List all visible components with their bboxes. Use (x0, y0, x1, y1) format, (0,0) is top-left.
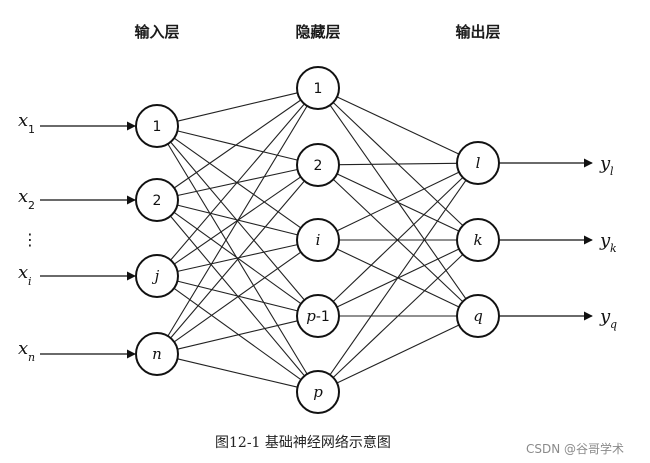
output-var-1: y (599, 153, 611, 174)
hidden-node-circle-2 (296, 143, 340, 187)
output-node-2: k (456, 218, 500, 262)
hidden-node-circle-1 (296, 66, 340, 110)
input-node-circle-2 (135, 178, 179, 222)
input-var-sub-3: i (28, 275, 32, 288)
input-node-label-3: j (152, 267, 160, 285)
edge-hidden-5-to-output-3 (336, 324, 460, 384)
edge-hidden-5-to-output-1 (329, 179, 467, 376)
output-var-sub-1: l (610, 165, 614, 178)
input-node-circle-4 (135, 332, 179, 376)
output-var-3: y (599, 306, 611, 327)
input-var-sub-1: 1 (28, 123, 35, 136)
input-var-4: x (18, 338, 28, 359)
output-node-label-1: l (476, 154, 481, 172)
edge-input-4-to-hidden-2 (170, 180, 305, 339)
output-node-label-3: q (473, 307, 483, 325)
hidden-node-3: i (296, 218, 340, 262)
hidden-node-1: 1 (296, 66, 340, 110)
input-node-1: 1 (135, 104, 179, 148)
edge-hidden-4-to-output-1 (332, 177, 464, 302)
edge-input-3-to-hidden-3 (177, 244, 298, 272)
hidden-node-label-5: p (313, 383, 323, 401)
output-node-circle-2 (456, 218, 500, 262)
output-node-1: l (456, 141, 500, 185)
hidden-node-label-1: 1 (314, 81, 323, 97)
edge-input-3-to-hidden-4 (177, 280, 298, 312)
hidden-layer-title: 隐藏层 (295, 23, 340, 41)
input-node-label-2: 2 (153, 193, 162, 209)
input-layer-title: 输入层 (134, 23, 179, 41)
hidden-node-circle-5 (296, 370, 340, 414)
edge-hidden-2-to-output-1 (338, 162, 458, 166)
input-var-1: x (18, 110, 28, 131)
hidden-node-label-4: p-1 (306, 307, 330, 325)
input-var-sub-2: 2 (28, 199, 35, 212)
nodes: 1 2 j n 1 2 i p-1 p l k q (135, 66, 500, 414)
hidden-node-4: p-1 (296, 294, 340, 338)
input-var-sub-4: n (28, 351, 35, 364)
edge-input-1-to-hidden-1 (177, 92, 298, 122)
output-var-sub-3: q (610, 318, 617, 331)
edge-hidden-2-to-output-2 (336, 173, 460, 232)
hidden-node-label-3: i (316, 231, 321, 249)
edge-input-4-to-hidden-4 (177, 320, 298, 350)
edge-input-2-to-hidden-1 (173, 99, 302, 189)
input-node-label-1: 1 (153, 119, 162, 135)
hidden-node-circle-3 (296, 218, 340, 262)
edge-input-3-to-hidden-5 (173, 287, 302, 381)
output-node-circle-1 (456, 141, 500, 185)
output-node-label-2: k (473, 231, 482, 249)
edge-input-4-to-hidden-3 (173, 251, 302, 343)
input-node-2: 2 (135, 178, 179, 222)
input-node-circle-1 (135, 104, 179, 148)
edge-input-4-to-hidden-5 (177, 358, 298, 388)
watermark: CSDN @谷哥学术 (526, 442, 625, 456)
connections (167, 92, 467, 388)
edge-input-1-to-hidden-2 (177, 130, 298, 161)
output-var-sub-2: k (610, 242, 617, 255)
edge-hidden-3-to-output-1 (336, 171, 460, 232)
output-var-2: y (599, 230, 611, 251)
hidden-node-label-2: 2 (314, 158, 323, 174)
figure-caption: 图12-1 基础神经网络示意图 (215, 435, 391, 451)
edge-input-4-to-hidden-1 (167, 105, 308, 337)
input-var-3: x (18, 262, 28, 283)
output-layer-title: 输出层 (455, 23, 500, 41)
input-node-3: j (135, 254, 179, 298)
hidden-node-5: p (296, 370, 340, 414)
edge-hidden-5-to-output-2 (332, 254, 464, 378)
hidden-node-2: 2 (296, 143, 340, 187)
output-node-3: q (456, 294, 500, 338)
input-node-4: n (135, 332, 179, 376)
hidden-node-circle-4 (296, 294, 340, 338)
input-var-2: x (18, 186, 28, 207)
edge-input-3-to-hidden-1 (170, 103, 305, 261)
input-node-circle-3 (135, 254, 179, 298)
edge-hidden-1-to-output-1 (336, 96, 460, 155)
input-node-label-4: n (152, 345, 162, 363)
input-ellipsis: ⋮ (22, 230, 38, 249)
output-node-circle-3 (456, 294, 500, 338)
